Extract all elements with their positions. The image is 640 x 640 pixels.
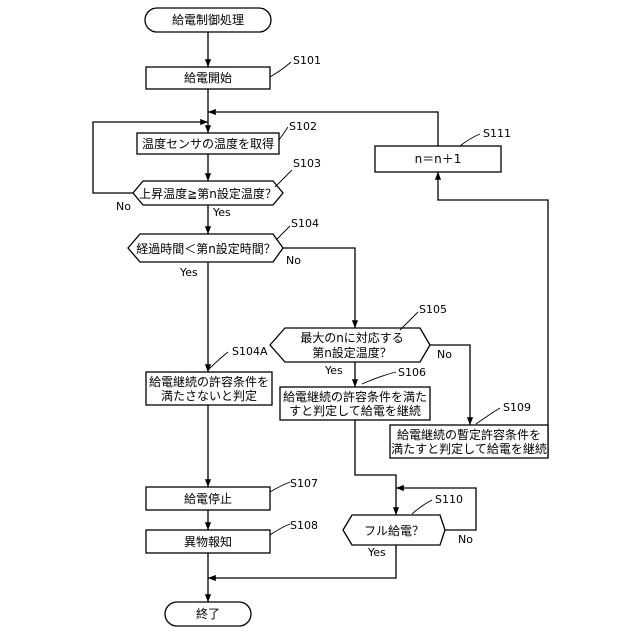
step-s102: S102	[289, 120, 317, 133]
decision-s104: 経過時間＜第n設定時間？	[128, 234, 283, 262]
s107-label: 給電停止	[184, 491, 232, 506]
end-label: 終了	[196, 606, 220, 621]
label-s104-no: No	[286, 254, 301, 267]
step-s103: S103	[293, 157, 321, 170]
leader-s108	[270, 524, 290, 535]
label-s103-no: No	[116, 200, 131, 213]
s104-label: 経過時間＜第n設定時間？	[136, 241, 276, 256]
process-s111: n＝n＋1	[375, 146, 501, 172]
leader-s101	[270, 62, 291, 77]
step-s109: S109	[503, 401, 531, 414]
s104a-line2: 満たさないと判定	[161, 388, 257, 403]
leader-s103	[275, 170, 292, 187]
s101-label: 給電開始	[184, 71, 232, 85]
process-s104a: 給電継続の許容条件を 満たさないと判定	[146, 372, 272, 405]
step-s106: S106	[398, 366, 426, 379]
start-label: 給電制御処理	[172, 12, 244, 27]
step-s111: S111	[483, 127, 511, 140]
terminal-end: 終了	[165, 602, 251, 626]
s102-label: 温度センサの温度を取得	[142, 136, 274, 151]
leader-s109	[476, 408, 500, 424]
process-s102: 温度センサの温度を取得	[137, 133, 279, 154]
process-s108: 異物報知	[146, 530, 270, 553]
leader-s111	[460, 134, 480, 146]
process-s106: 給電継続の許容条件を満た すと判定して給電を継続	[280, 387, 430, 420]
s104a-line1: 給電継続の許容条件を	[149, 374, 269, 389]
s109-line2: 満たすと判定して給電を継続	[391, 441, 547, 456]
s106-line1: 給電継続の許容条件を満た	[283, 389, 427, 404]
leader-s105	[400, 312, 418, 330]
leader-s102	[279, 127, 288, 140]
leader-s106	[362, 372, 396, 384]
step-s104a: S104A	[232, 345, 268, 358]
decision-s105: 最大のnに対応する 第n設定温度？	[270, 328, 430, 362]
edge-s109-to-s111	[438, 172, 548, 458]
step-s104: S104	[291, 217, 319, 230]
step-s108: S108	[290, 519, 318, 532]
leader-s104a	[208, 352, 228, 370]
decision-s110: フル給電？	[343, 515, 445, 545]
step-s105: S105	[419, 303, 447, 316]
label-s103-yes: Yes	[212, 206, 231, 219]
s111-label: n＝n＋1	[415, 152, 462, 166]
step-s110: S110	[435, 493, 463, 506]
label-s110-yes: Yes	[367, 546, 386, 559]
s105-line2: 第n設定温度？	[312, 345, 392, 360]
s105-line1: 最大のnに対応する	[300, 331, 404, 345]
step-s107: S107	[290, 477, 318, 490]
label-s104-yes: Yes	[179, 266, 198, 279]
process-s109: 給電継続の暫定許容条件を 満たすと判定して給電を継続	[390, 425, 548, 458]
decision-s103: 上昇温度≧第n設定温度？	[133, 181, 283, 205]
leader-s110	[412, 500, 432, 514]
label-s105-no: No	[437, 348, 452, 361]
process-s107: 給電停止	[146, 487, 270, 510]
label-s110-no: No	[458, 533, 473, 546]
s106-line2: すと判定して給電を継続	[289, 403, 421, 418]
s108-label: 異物報知	[184, 535, 232, 549]
s109-line1: 給電継続の暫定許容条件を	[397, 427, 541, 442]
step-s101: S101	[293, 54, 321, 67]
step-callouts: S101 S102 S103 S104 S104A S105 S106 S109…	[208, 54, 531, 535]
leader-s107	[270, 482, 290, 492]
connectors	[93, 32, 548, 602]
terminal-start: 給電制御処理	[145, 8, 271, 32]
leader-s104	[276, 226, 290, 240]
s110-label: フル給電？	[364, 524, 424, 538]
s103-label: 上昇温度≧第n設定温度？	[139, 186, 277, 201]
process-s101: 給電開始	[146, 67, 270, 89]
label-s105-yes: Yes	[324, 364, 343, 377]
